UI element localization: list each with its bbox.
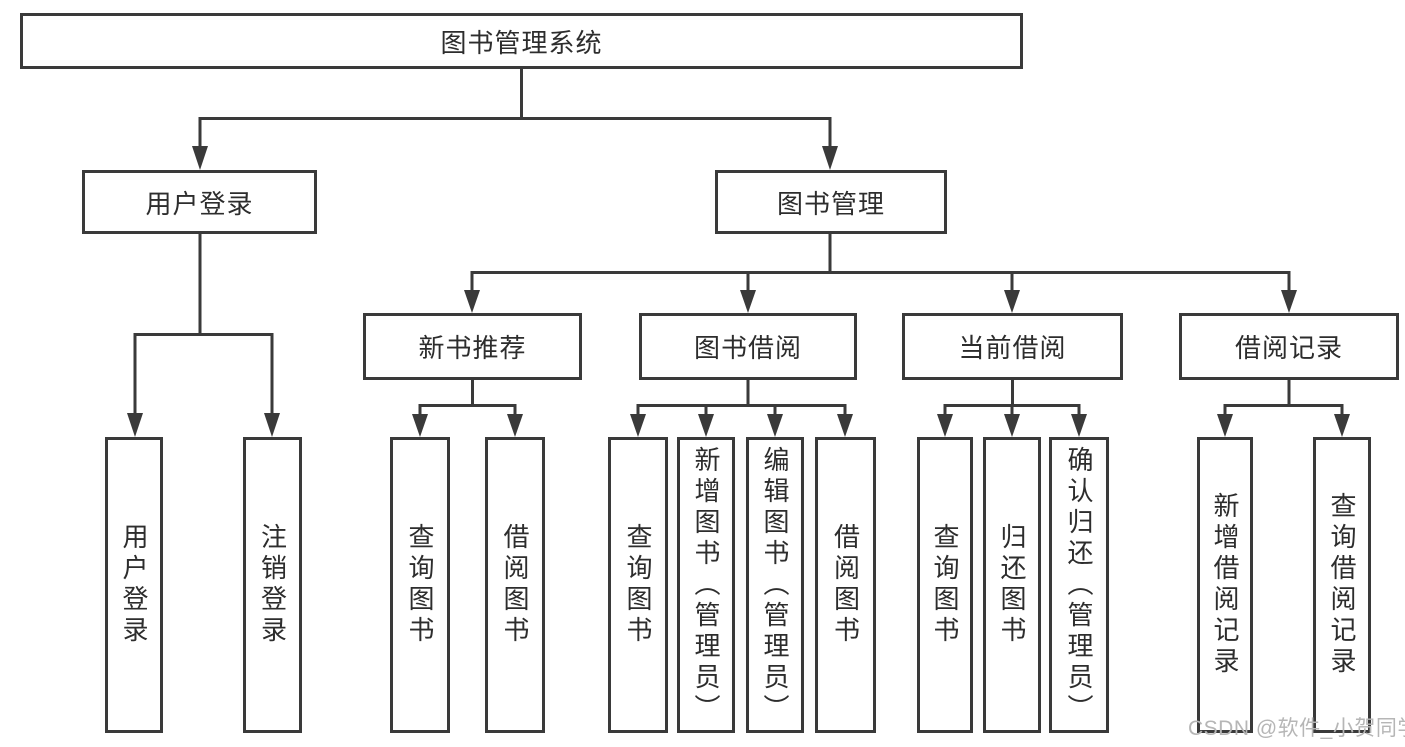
leaf-query-books-recommend-label: 查询图书 [405,523,435,647]
leaf-edit-books-admin: 编辑图书（管理员） [746,437,804,733]
leaf-query-books: 查询图书 [608,437,668,733]
leaf-add-books-admin-label: 新增图书（管理员） [691,445,721,725]
leaf-borrow-books: 借阅图书 [815,437,876,733]
leaf-user-login-label: 用户登录 [119,523,149,647]
leaf-confirm-return-admin: 确认归还（管理员） [1049,437,1109,733]
leaf-query-books-current-label: 查询图书 [930,523,960,647]
leaf-borrow-books-recommend: 借阅图书 [485,437,545,733]
connector-manage-to-level3 [464,233,1297,313]
leaf-query-books-current: 查询图书 [917,437,973,733]
leaf-logout: 注销登录 [243,437,302,733]
leaf-borrow-books-label: 借阅图书 [830,523,861,647]
leaf-query-borrow-record: 查询借阅记录 [1313,437,1371,733]
node-user-login: 用户登录 [82,170,317,234]
leaf-add-books-admin: 新增图书（管理员） [677,437,735,733]
node-new-book-recommend: 新书推荐 [363,313,582,380]
csdn-watermark: CSDN @软件_小贺同学 [1188,717,1405,740]
node-library-system: 图书管理系统 [20,13,1023,69]
connector-records-to-leaves [1217,380,1350,437]
connector-borrow-to-leaves [630,380,853,437]
leaf-query-books-recommend: 查询图书 [390,437,450,733]
leaf-logout-label: 注销登录 [257,523,288,647]
connector-current-to-leaves [937,380,1087,437]
node-book-management: 图书管理 [715,170,947,234]
leaf-return-books-label: 归还图书 [997,523,1027,647]
connector-root-to-level2 [192,67,838,170]
connector-login-to-leaves [127,233,280,437]
leaf-query-books-label: 查询图书 [623,523,653,647]
leaf-edit-books-admin-label: 编辑图书（管理员） [760,445,790,725]
leaf-add-borrow-record-label: 新增借阅记录 [1210,492,1240,678]
leaf-query-borrow-record-label: 查询借阅记录 [1327,492,1357,678]
leaf-borrow-books-recommend-label: 借阅图书 [500,523,530,647]
node-borrow-records: 借阅记录 [1179,313,1399,380]
leaf-user-login: 用户登录 [105,437,163,733]
connector-newbooks-to-leaves [412,380,523,437]
leaf-return-books: 归还图书 [983,437,1041,733]
node-book-borrowing: 图书借阅 [639,313,857,380]
leaf-confirm-return-admin-label: 确认归还（管理员） [1064,445,1094,725]
node-current-borrowing: 当前借阅 [902,313,1123,380]
leaf-add-borrow-record: 新增借阅记录 [1197,437,1253,733]
